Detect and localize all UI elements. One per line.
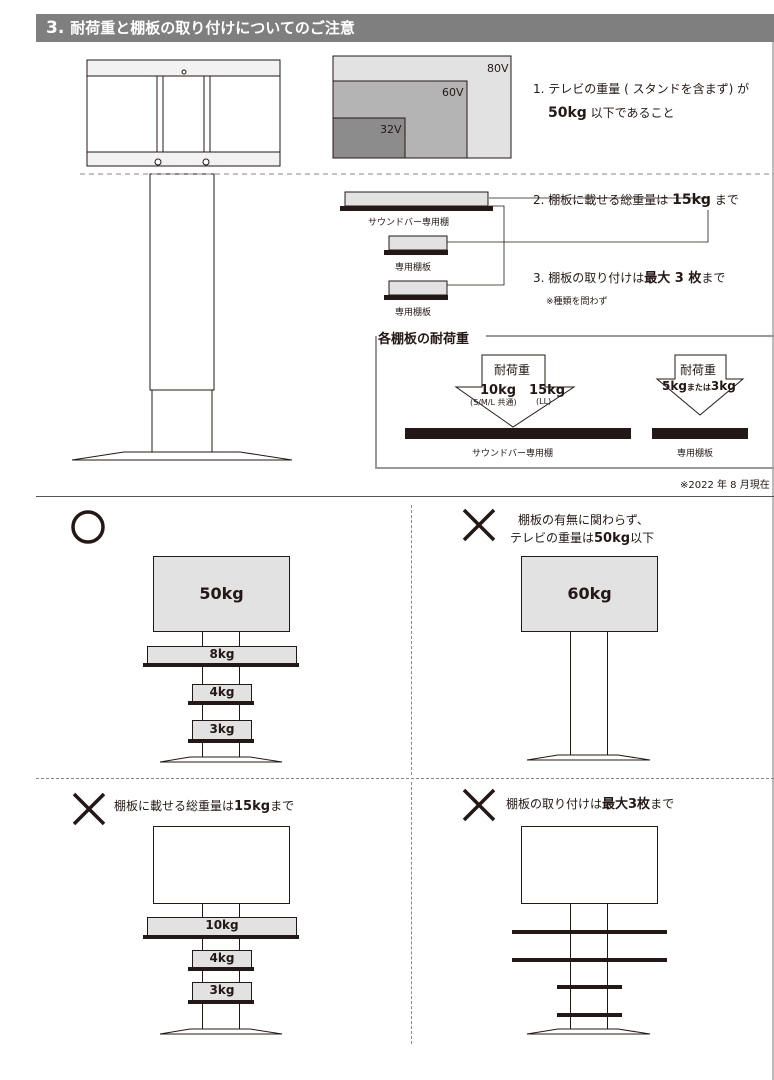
note-3-sub: ※種類を問わず: [546, 297, 608, 307]
grid-divider-h: [36, 778, 774, 779]
note-1-line1: 1. テレビの重量 ( スタンドを含まず) が: [533, 82, 750, 96]
capacity-arrow-label-2: 耐荷重: [680, 363, 717, 377]
capacity-shelf-or: または: [686, 383, 711, 392]
ng-cross-icon-1: [462, 508, 496, 542]
page-edge: [772, 42, 774, 1080]
section-header: 3. 耐荷重と棚板の取り付けについてのご注意: [46, 14, 355, 42]
ok-shelf-1-bar: [143, 663, 299, 667]
ok-circle-icon: [71, 510, 105, 544]
ng-weight-pole: [570, 630, 608, 760]
capacity-shelf-label: 専用棚板: [677, 449, 714, 459]
shelf-label-1: 専用棚板: [395, 263, 432, 273]
date-note: ※2022 年 8 月現在: [680, 480, 770, 491]
ng-total-tv: [153, 826, 290, 904]
tv-size-60: 60V: [442, 86, 464, 99]
stand-illustration: [71, 55, 774, 469]
ok-shelf-3-bar: [188, 739, 254, 743]
ng-count-pole: [570, 900, 608, 1033]
shelf-label-2: 専用棚板: [395, 308, 432, 318]
ng-weight-tv: [521, 556, 658, 632]
ng-total-shelf-2-weight: 4kg: [209, 951, 235, 965]
ok-shelf-3-weight: 3kg: [209, 722, 235, 736]
ng-count-shelf-2: [512, 958, 667, 962]
ng-total-caption-post: まで: [270, 799, 295, 813]
ng-count-tv: [521, 826, 658, 904]
note-3-suffix: まで: [701, 271, 726, 285]
ng-weight-caption-1: 棚板の有無に関わらず、: [518, 513, 649, 527]
note-1-value: 50kg: [548, 105, 587, 121]
section-divider: [36, 496, 774, 497]
note-3: 3. 棚板の取り付けは最大 3 枚まで: [533, 267, 725, 286]
capacity-sub-sml: (S/M/L 共通): [470, 398, 517, 407]
ng-total-shelf-1-bar: [143, 935, 299, 939]
ng-count-caption-pre: 棚板の取り付けは: [506, 797, 603, 811]
capacity-soundbar-label: サウンドバー専用棚: [472, 449, 554, 459]
ng-weight-caption-2: テレビの重量は50kg以下: [510, 529, 654, 546]
ng-total-shelf-1-weight: 10kg: [205, 918, 239, 932]
capacity-arrow-label-1: 耐荷重: [494, 363, 531, 377]
note-1-line2: 50kg 以下であること: [548, 104, 675, 121]
ng-cross-icon-2: [72, 792, 106, 826]
capacity-sub-ll: (LL): [536, 397, 552, 406]
ng-count-shelf-3: [557, 985, 622, 989]
capacity-title: 各棚板の耐荷重: [378, 328, 474, 347]
ng-count-shelf-1: [512, 930, 667, 934]
capacity-soundbar-values: 10kg 15kg: [480, 383, 566, 398]
grid-divider-v1: [411, 505, 412, 775]
ng-weight-base: [526, 754, 651, 761]
ng-total-shelf-3-bar: [188, 1000, 254, 1004]
ng-cross-icon-3: [462, 788, 496, 822]
note-2-prefix: 2. 棚板に載せる総重量は: [533, 193, 673, 207]
note-2: 2. 棚板に載せる総重量は 15kg まで: [533, 191, 739, 208]
ng-total-base: [159, 1028, 283, 1035]
ng-count-caption-post: まで: [650, 797, 675, 811]
section-number: 3.: [46, 18, 65, 38]
tv-size-32: 32V: [380, 123, 402, 136]
ok-tv: [153, 556, 290, 632]
note-1-rest: 以下であること: [586, 106, 675, 120]
tv-size-80: 80V: [487, 62, 509, 75]
ng-weight-caption-pre: テレビの重量は: [510, 531, 595, 545]
ng-total-caption: 棚板に載せる総重量は15kgまで: [114, 797, 294, 814]
ng-weight-caption-post: 以下: [630, 531, 655, 545]
ng-total-shelf-3-weight: 3kg: [209, 983, 235, 997]
section-header-bar: [36, 14, 774, 42]
ok-tv-weight: 50kg: [199, 584, 244, 603]
ng-count-caption-value: 最大3枚: [602, 797, 651, 812]
note-3-value: 最大 3 枚: [644, 271, 702, 286]
soundbar-shelf-label: サウンドバー専用棚: [368, 218, 450, 228]
ok-shelf-2-bar: [188, 701, 254, 705]
ok-shelf-2-weight: 4kg: [209, 685, 235, 699]
capacity-shelf-value-a: 5kg: [662, 379, 687, 393]
capacity-shelf-value-b: 3kg: [710, 379, 736, 393]
ng-count-shelf-4: [557, 1013, 622, 1017]
note-3-prefix: 3. 棚板の取り付けは: [533, 271, 645, 285]
section-title: 耐荷重と棚板の取り付けについてのご注意: [70, 19, 355, 37]
note-2-value: 15kg: [672, 192, 711, 208]
ok-shelf-1-weight: 8kg: [209, 647, 235, 661]
grid-divider-v2: [411, 782, 412, 1044]
ng-weight-caption-value: 50kg: [594, 531, 631, 546]
ng-total-caption-value: 15kg: [234, 799, 271, 814]
note-2-suffix: まで: [710, 193, 739, 207]
ng-count-caption: 棚板の取り付けは最大3枚まで: [506, 793, 674, 812]
capacity-shelf-values: 5kgまたは3kg: [662, 379, 736, 393]
ng-total-caption-pre: 棚板に載せる総重量は: [114, 799, 235, 813]
ng-count-base: [526, 1028, 651, 1035]
ng-total-shelf-2-bar: [188, 967, 254, 971]
ng-weight-tv-weight: 60kg: [567, 584, 612, 603]
ok-base: [159, 756, 283, 763]
